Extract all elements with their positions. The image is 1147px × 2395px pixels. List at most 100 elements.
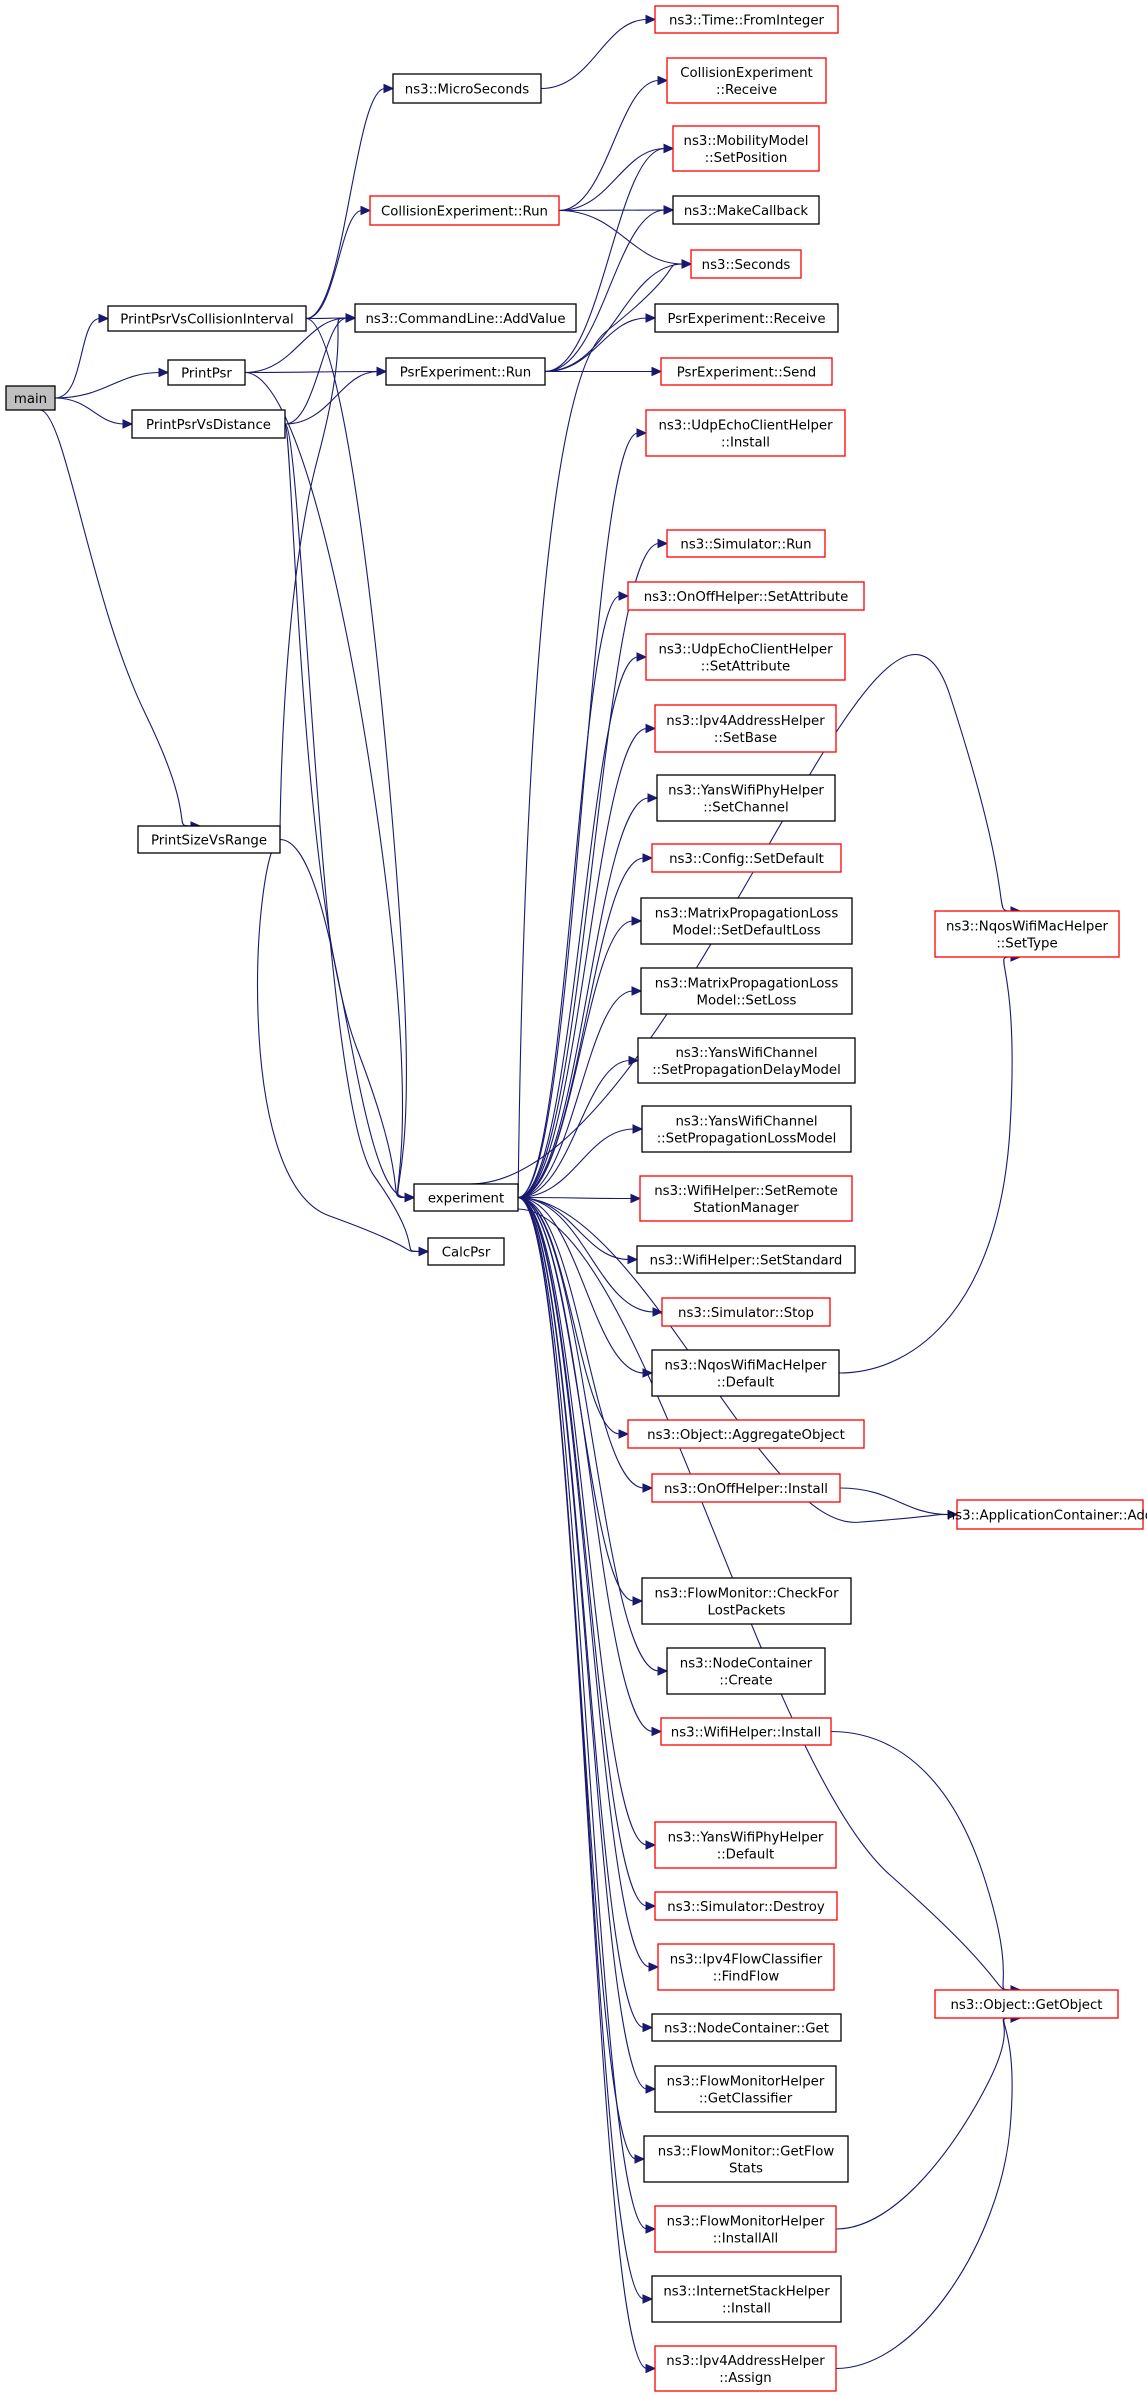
node-box: [657, 1943, 835, 1991]
edge-line: [54, 397, 125, 425]
edge-line: [517, 1196, 633, 1200]
edge-line: [517, 432, 639, 1199]
node-appadd[interactable]: ns3::ApplicationContainer::Add: [947, 1499, 1147, 1530]
node-installall[interactable]: ns3::FlowMonitorHelper::InstallAll: [654, 2205, 837, 2253]
node-getobject[interactable]: ns3::Object::GetObject: [934, 1989, 1119, 2019]
node-simstop[interactable]: ns3::Simulator::Stop: [661, 1297, 831, 1327]
edge-arrowhead: [618, 1429, 630, 1439]
node-label: ns3::MakeCallback: [684, 204, 809, 219]
node-yanschsetdelay[interactable]: ns3::YansWifiChannel::SetPropagationDela…: [637, 1037, 856, 1084]
node-label: ns3::FlowMonitorHelper: [667, 2075, 825, 2090]
edge-line: [544, 317, 648, 373]
node-yanschsetloss[interactable]: ns3::YansWifiChannel::SetPropagationLoss…: [641, 1105, 852, 1153]
edge-arrowhead: [636, 428, 648, 438]
node-nqossettype[interactable]: ns3::NqosWifiMacHelper::SetType: [934, 910, 1120, 958]
edge-psvr-to-experiment: [279, 838, 416, 1203]
edge-experiment-to-yansphysetch: [517, 793, 659, 1199]
node-label: ns3::OnOffHelper::Install: [664, 1482, 828, 1497]
node-setpos[interactable]: ns3::MobilityModel::SetPosition: [672, 125, 820, 172]
node-label: ::SetPosition: [705, 151, 788, 166]
node-yansphysetch[interactable]: ns3::YansWifiPhyHelper::SetChannel: [656, 774, 836, 822]
node-inetinstall[interactable]: ns3::InternetStackHelper::Install: [651, 2275, 842, 2323]
edge-experiment-to-matsetloss: [517, 986, 643, 1199]
node-box: [392, 73, 542, 104]
node-onoffsetattr[interactable]: ns3::OnOffHelper::SetAttribute: [627, 581, 865, 611]
node-nqosdefault[interactable]: ns3::NqosWifiMacHelper::Default: [651, 1349, 840, 1397]
edge-experiment-to-yansphydefault: [517, 1196, 657, 1850]
node-aggregate[interactable]: ns3::Object::AggregateObject: [627, 1419, 865, 1449]
node-frominteger[interactable]: ns3::Time::FromInteger: [654, 5, 839, 34]
node-yansphydefault[interactable]: ns3::YansWifiPhyHelper::Default: [654, 1821, 837, 1869]
node-seconds[interactable]: ns3::Seconds: [690, 249, 802, 279]
node-collrecv[interactable]: CollisionExperiment::Receive: [666, 57, 827, 104]
node-wifisetstd[interactable]: ns3::WifiHelper::SetStandard: [636, 1245, 856, 1274]
edge-line: [279, 838, 407, 1199]
node-psvd[interactable]: PrintPsrVsDistance: [131, 409, 286, 439]
node-wifiinstall[interactable]: ns3::WifiHelper::Install: [660, 1717, 832, 1746]
edge-line: [839, 1487, 950, 1516]
node-simrun[interactable]: ns3::Simulator::Run: [666, 529, 826, 558]
edge-arrowhead: [648, 1962, 660, 1972]
node-ipv4assign[interactable]: ns3::Ipv4AddressHelper::Assign: [654, 2345, 837, 2392]
node-experiment[interactable]: experiment: [413, 1183, 519, 1212]
edge-line: [517, 1196, 660, 1672]
node-label: ::SetPropagationDelayModel: [652, 1063, 841, 1078]
node-psvci[interactable]: PrintPsrVsCollisionInterval: [107, 305, 307, 332]
edge-line: [517, 797, 650, 1199]
node-nccreate[interactable]: ns3::NodeContainer::Create: [666, 1647, 826, 1695]
edge-experiment-to-wifisetremote: [517, 1193, 642, 1204]
node-configsetdef[interactable]: ns3::Config::SetDefault: [651, 843, 842, 873]
edge-line: [517, 1196, 654, 1733]
node-ncget[interactable]: ns3::NodeContainer::Get: [651, 2013, 842, 2042]
node-makecb[interactable]: ns3::MakeCallback: [672, 195, 820, 225]
node-getclassifier[interactable]: ns3::FlowMonitorHelper::GetClassifier: [654, 2065, 837, 2113]
node-psrrecv[interactable]: PsrExperiment::Receive: [654, 303, 839, 333]
node-micro[interactable]: ns3::MicroSeconds: [392, 73, 542, 104]
node-printpsr[interactable]: PrintPsr: [167, 359, 246, 386]
node-collrun[interactable]: CollisionExperiment::Run: [369, 195, 560, 226]
node-label: Stats: [729, 2162, 763, 2177]
edge-psvci-to-collrun: [305, 205, 372, 320]
node-ipv4setbase[interactable]: ns3::Ipv4AddressHelper::SetBase: [654, 704, 837, 753]
node-psrsend[interactable]: PsrExperiment::Send: [660, 357, 833, 386]
node-onoffinstall[interactable]: ns3::OnOffHelper::Install: [651, 1473, 841, 1503]
node-box: [651, 2275, 842, 2323]
node-matsetdefloss[interactable]: ns3::MatrixPropagationLossModel::SetDefa…: [640, 897, 853, 945]
node-main[interactable]: main: [5, 385, 56, 411]
node-psvr[interactable]: PrintSizeVsRange: [137, 825, 281, 854]
node-calcpsr[interactable]: CalcPsr: [427, 1237, 505, 1266]
edge-experiment-to-configsetdef: [517, 853, 654, 1199]
node-label: ::InstallAll: [713, 2232, 778, 2247]
edge-arrowhead: [663, 205, 675, 215]
edge-line: [517, 263, 684, 1199]
node-udpsetattr[interactable]: ns3::UdpEchoClientHelper::SetAttribute: [645, 633, 846, 681]
edge-arrowhead: [634, 2154, 646, 2164]
node-box: [636, 1245, 856, 1274]
edge-experiment-to-findflow: [517, 1196, 660, 1972]
edge-line: [305, 317, 407, 1199]
edge-psrrun-to-setpos: [544, 143, 675, 373]
node-box: [643, 2135, 849, 2183]
node-box: [654, 1821, 837, 1869]
edge-arrowhead: [631, 986, 643, 996]
edge-psvci-to-experiment: [305, 317, 416, 1203]
edge-nqosdefault-to-nqossettype: [838, 952, 1022, 1374]
node-box: [627, 581, 865, 611]
node-label: ::SetAttribute: [701, 660, 791, 675]
node-simdestroy[interactable]: ns3::Simulator::Destroy: [654, 1891, 838, 1921]
node-label: ns3::YansWifiPhyHelper: [668, 784, 824, 799]
node-box: [645, 409, 846, 457]
node-findflow[interactable]: ns3::Ipv4FlowClassifier::FindFlow: [657, 1943, 835, 1991]
edge-printpsr-to-experiment: [244, 371, 416, 1203]
node-box: [654, 2065, 837, 2113]
node-label: ns3::NodeContainer: [680, 1657, 813, 1672]
node-psrrun[interactable]: PsrExperiment::Run: [385, 357, 546, 386]
edge-line: [284, 370, 379, 425]
node-addvalue[interactable]: ns3::CommandLine::AddValue: [354, 303, 577, 333]
node-udpinstall[interactable]: ns3::UdpEchoClientHelper::Install: [645, 409, 846, 457]
edge-arrowhead: [345, 313, 357, 323]
